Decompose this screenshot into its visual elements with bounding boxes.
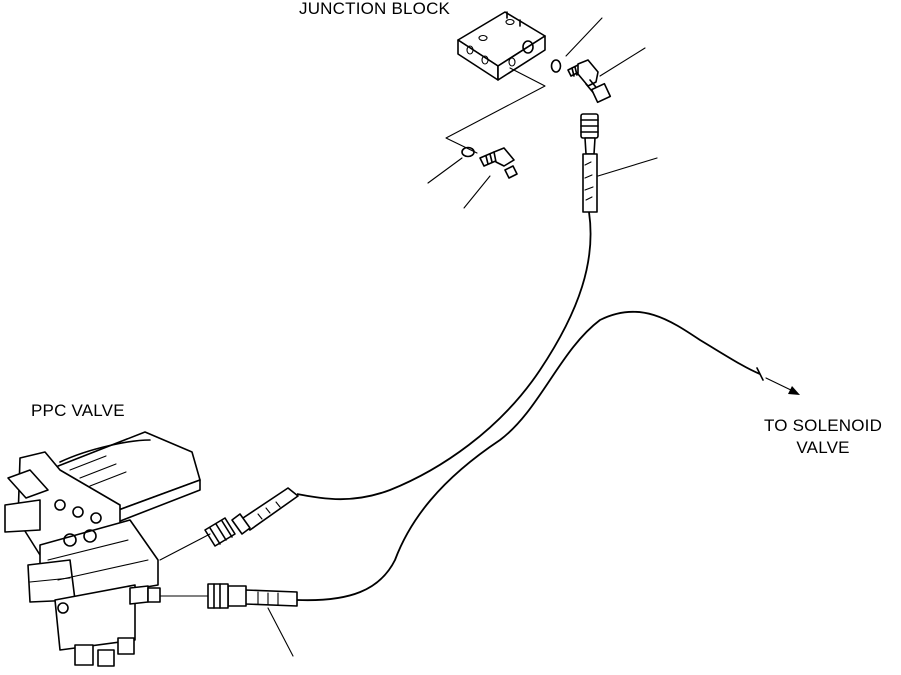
solenoid-arrow [756, 367, 800, 395]
lower-fitting [461, 146, 518, 179]
to-solenoid-valve-label: TO SOLENOID VALVE [764, 415, 882, 459]
to-solenoid-line2: VALVE [796, 438, 850, 457]
junction-block-label: JUNCTION BLOCK [299, 0, 451, 18]
ppc-upper-hose-fitting [204, 487, 299, 547]
hose-lower [296, 310, 761, 602]
upper-hose-fitting [580, 113, 599, 213]
to-solenoid-line1: TO SOLENOID [764, 416, 883, 435]
leader-lines [159, 17, 658, 657]
ppc-lower-hose-fitting [207, 583, 298, 609]
ppc-valve [4, 431, 201, 667]
junction-block [457, 11, 546, 81]
ppc-valve-label: PPC VALVE [31, 401, 125, 420]
elbow-fitting [550, 59, 612, 104]
hose-upper [296, 211, 592, 501]
junction-leader-bracket [445, 67, 546, 154]
